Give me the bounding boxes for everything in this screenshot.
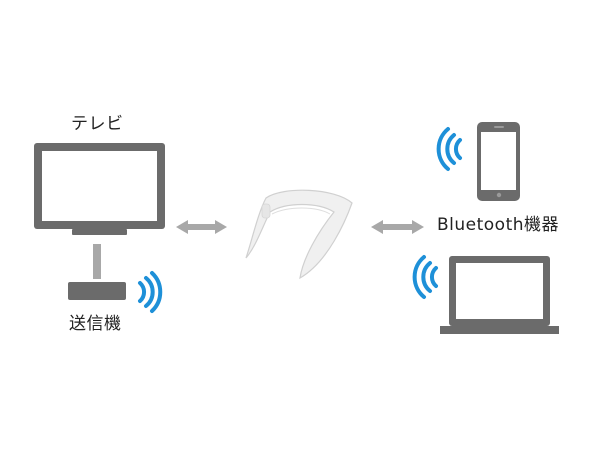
tv-icon [34, 143, 165, 235]
transmitter-icon [68, 282, 126, 300]
transmitter-wireless-icon [138, 271, 163, 313]
bluetooth-devices-label: Bluetooth機器 [437, 215, 560, 235]
laptop-wireless-icon [412, 255, 438, 299]
left-double-arrow-icon [176, 220, 227, 234]
right-double-arrow-icon [371, 220, 424, 234]
neckband-speaker-icon [245, 189, 353, 280]
smartphone-wireless-icon [436, 127, 462, 171]
smartphone-icon [477, 122, 520, 201]
transmitter-label: 送信機 [69, 314, 122, 334]
tv-transmitter-cable [93, 244, 101, 279]
laptop-icon [440, 256, 559, 334]
tv-label: テレビ [71, 114, 124, 134]
